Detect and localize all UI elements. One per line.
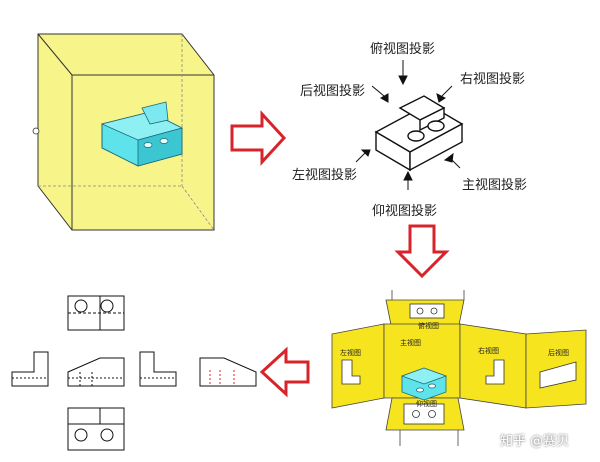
label-front-projection: 主视图投影: [462, 178, 528, 193]
panel-label-left: 左视图: [340, 349, 361, 357]
panel-label-right: 右视图: [478, 347, 499, 355]
arrow-right: [230, 110, 287, 166]
label-right-projection: 右视图投影: [460, 72, 526, 87]
panel-label-bottom: 仰视图: [416, 400, 437, 408]
orthographic-views: [11, 295, 257, 451]
watermark: 知乎 @赛贝: [500, 434, 570, 449]
label-top-projection: 俯视图投影: [370, 42, 436, 57]
3d-part-colored: [100, 101, 184, 167]
panel-label-top: 俯视图: [418, 322, 439, 330]
label-back-projection: 后视图投影: [300, 84, 366, 99]
label-bottom-projection: 仰视图投影: [372, 204, 438, 219]
unfolded-panels: [331, 290, 587, 446]
3d-part-wireframe: [374, 95, 464, 172]
arrow-down: [394, 224, 450, 279]
projection-arrows: [355, 60, 461, 190]
panel-label-back: 后视图: [548, 349, 569, 357]
label-left-projection: 左视图投影: [292, 168, 358, 183]
arrow-left: [259, 346, 310, 398]
panel-label-front: 主视图: [400, 339, 421, 347]
